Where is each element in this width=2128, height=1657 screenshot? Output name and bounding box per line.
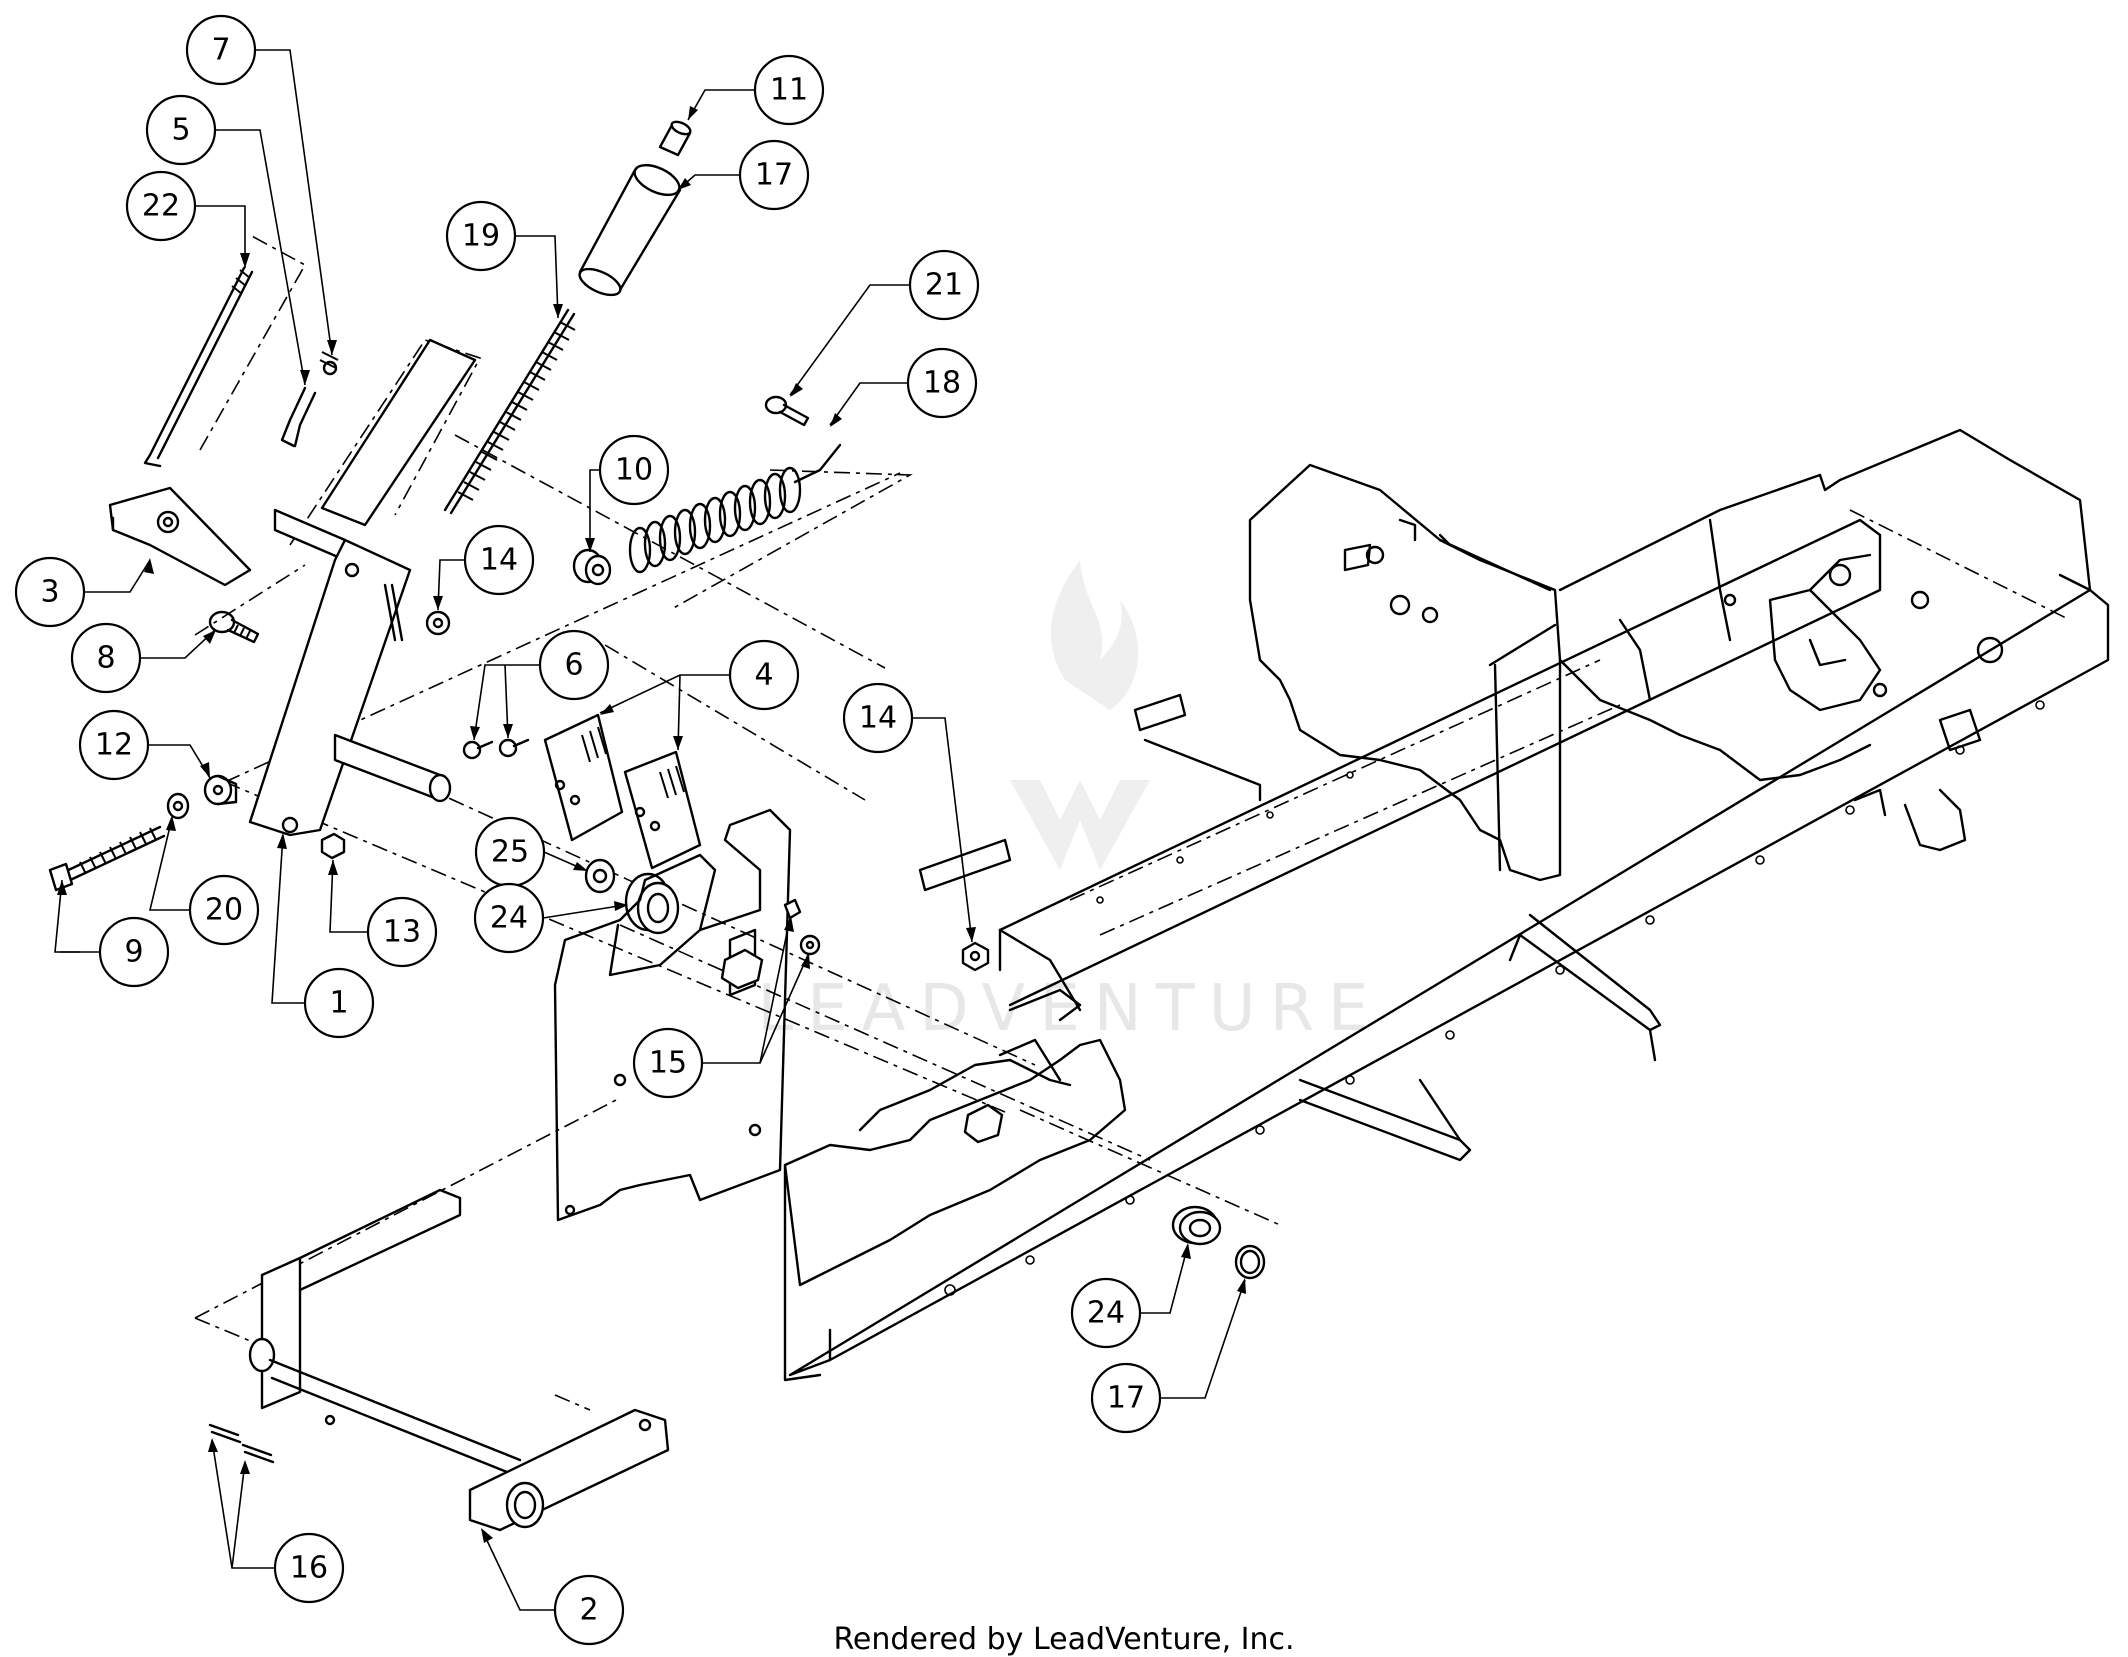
part-25-washer (584, 858, 616, 894)
part-11-cap (658, 120, 692, 157)
svg-text:9: 9 (124, 935, 143, 970)
callout-14-lower: 14 (842, 682, 914, 754)
part-18-grip (578, 163, 682, 297)
svg-text:4: 4 (754, 658, 773, 693)
svg-text:2: 2 (579, 1593, 598, 1628)
svg-text:7: 7 (211, 33, 230, 68)
callout-5: 5 (145, 94, 217, 166)
svg-text:22: 22 (142, 189, 180, 224)
svg-text:17: 17 (1107, 1381, 1145, 1416)
svg-text:14: 14 (480, 543, 518, 578)
callout-11: 11 (753, 54, 825, 126)
part-14-nut-lower (961, 941, 990, 972)
svg-text:17: 17 (755, 158, 793, 193)
callout-16: 16 (273, 1532, 345, 1604)
part-24-bushing-upper (624, 872, 680, 935)
callout-7: 7 (185, 14, 257, 86)
callout-24-upper: 24 (473, 882, 545, 954)
svg-text:24: 24 (490, 901, 528, 936)
callout-8: 8 (70, 622, 142, 694)
svg-text:10: 10 (615, 453, 653, 488)
svg-text:25: 25 (491, 835, 529, 870)
svg-text:24: 24 (1087, 1296, 1125, 1331)
callout-21: 20 (188, 874, 260, 946)
callout-18: 17 (738, 139, 810, 211)
svg-text:12: 12 (95, 728, 133, 763)
part-4-spring-plates (543, 713, 702, 870)
callout-3: 3 (14, 556, 86, 628)
callout-13: 13 (366, 896, 438, 968)
callout-22: 21 (908, 249, 980, 321)
part-16-pins (208, 1423, 275, 1464)
part-17-ring (1234, 1244, 1266, 1280)
svg-text:3: 3 (40, 575, 59, 610)
part-21-washer (166, 792, 190, 820)
svg-text:20: 20 (205, 893, 243, 928)
callout-1: 1 (303, 967, 375, 1039)
part-8-bolt (208, 610, 260, 644)
part-12-spacer (203, 774, 238, 806)
part-14-nut-upper (425, 610, 451, 636)
part-9-bolt (48, 825, 166, 892)
svg-text:11: 11 (770, 73, 808, 108)
part-22-pin (764, 395, 810, 427)
callout-6: 6 (538, 629, 610, 701)
footer-credit: Rendered by LeadVenture, Inc. (833, 1622, 1295, 1657)
callout-2: 2 (553, 1574, 625, 1646)
svg-text:14: 14 (859, 701, 897, 736)
part-15-studs (783, 898, 821, 956)
svg-text:18: 18 (923, 366, 961, 401)
callout-19: 18 (906, 347, 978, 419)
callout-17: 17 (1090, 1362, 1162, 1434)
callout-15: 15 (632, 1027, 704, 1099)
callout-4: 4 (728, 639, 800, 711)
part-6-screws (462, 738, 530, 760)
svg-text:6: 6 (564, 648, 583, 683)
part-24-bushing-lower (1171, 1205, 1222, 1246)
callout-10: 10 (598, 434, 670, 506)
callout-25: 25 (474, 816, 546, 888)
svg-text:8: 8 (96, 641, 115, 676)
watermark: LEADVENTURE (758, 560, 1383, 1046)
svg-text:16: 16 (290, 1551, 328, 1586)
svg-text:21: 21 (925, 268, 963, 303)
svg-text:5: 5 (171, 113, 190, 148)
part-23-rod (143, 266, 254, 468)
callout-24-lower: 24 (1070, 1277, 1142, 1349)
watermark-text: LEADVENTURE (758, 972, 1383, 1046)
callout-12: 12 (78, 709, 150, 781)
part-1-lift-handle (248, 338, 477, 837)
part-5-link (280, 351, 339, 448)
callout-9: 9 (98, 916, 170, 988)
callout-23: 22 (125, 170, 197, 242)
part-3-lever-plate (108, 486, 252, 587)
callouts: 7 5 22 3 8 12 20 9 13 1 14 10 19 11 17 2… (14, 14, 1162, 1646)
part-20-spring-rod (443, 308, 576, 515)
part-19-spring (628, 443, 842, 574)
part-2-lift-shaft (248, 1188, 670, 1532)
callout-20: 19 (445, 200, 517, 272)
leader-lines (54, 49, 1246, 1611)
part-13-nut (320, 832, 346, 860)
callout-14-upper: 14 (463, 524, 535, 596)
svg-text:1: 1 (329, 986, 348, 1021)
svg-text:19: 19 (462, 219, 500, 254)
main-chassis-frame (720, 428, 2110, 1382)
svg-text:15: 15 (649, 1046, 687, 1081)
svg-text:13: 13 (383, 915, 421, 950)
part-10-bushing (572, 548, 612, 586)
